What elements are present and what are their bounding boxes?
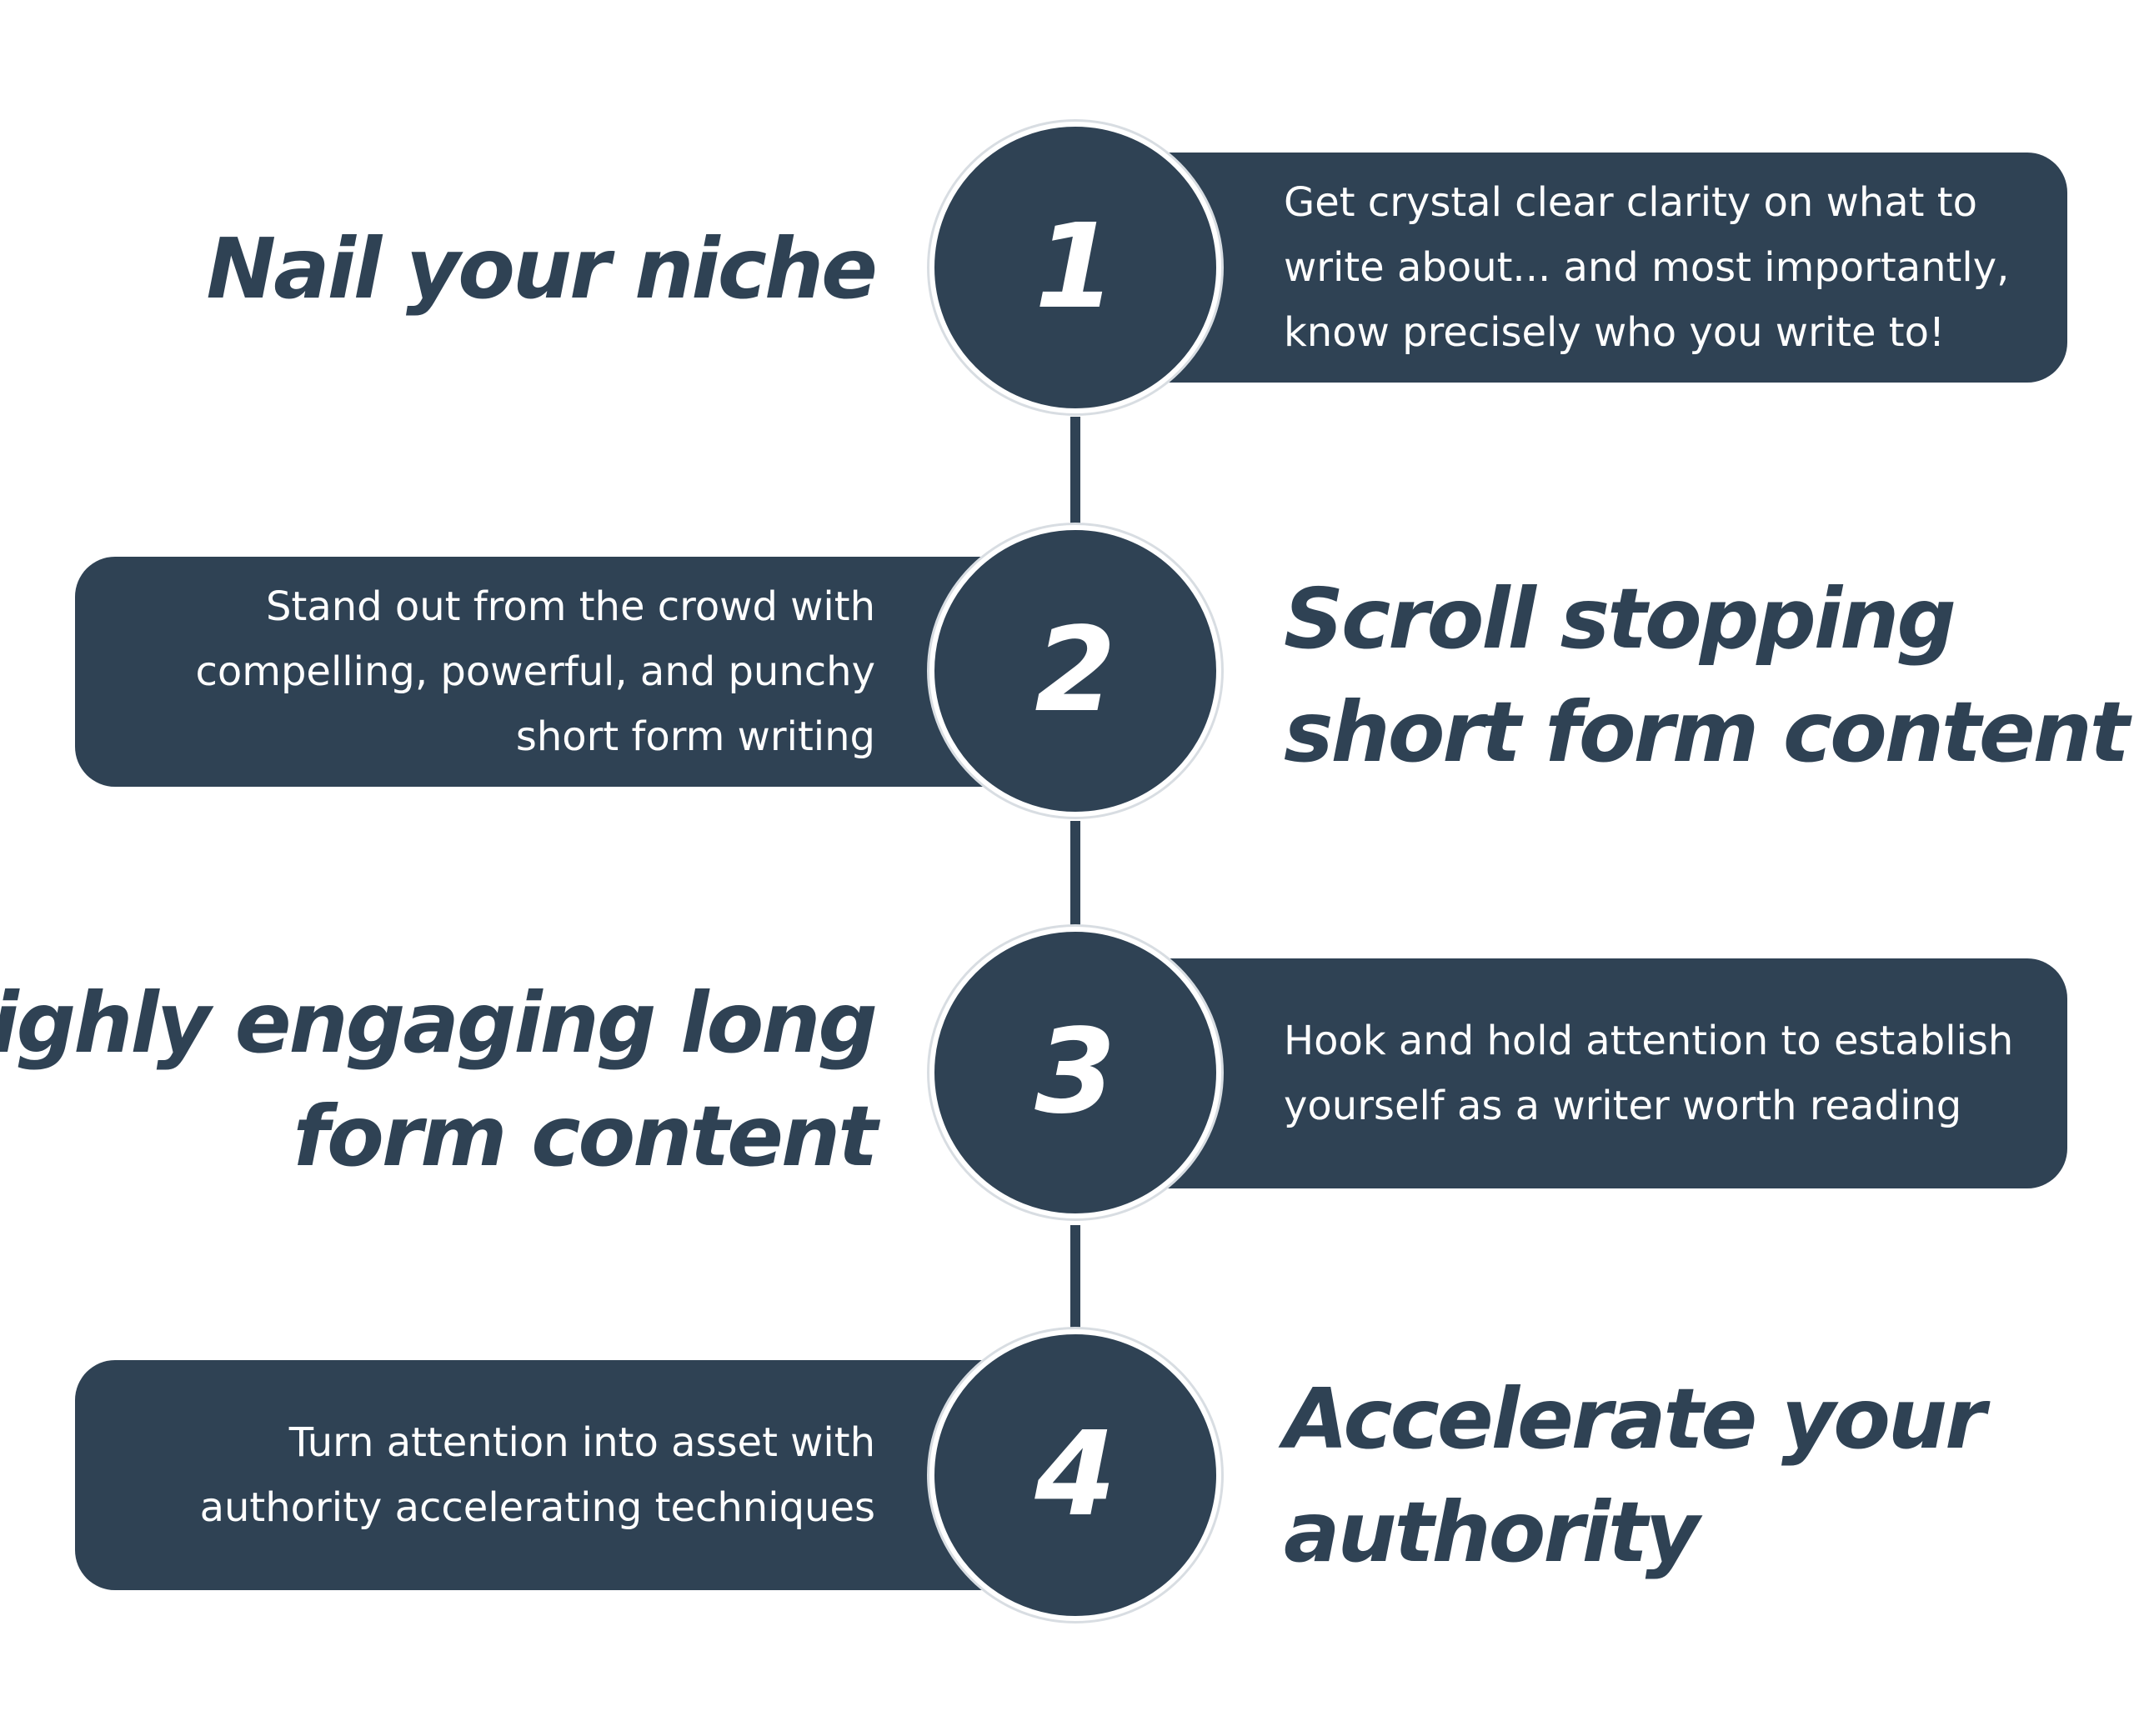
step-2-number: 2 (1034, 603, 1116, 738)
step-1-description-line-2: write about... and most importantly, (1284, 244, 2010, 291)
step-2-title: Scroll stopping short form content (1284, 563, 2130, 789)
step-2-description: Stand out from the crowd with compelling… (75, 557, 1000, 787)
connector-line-2-3 (1070, 821, 1080, 925)
step-4-description-line-1: Turn attention into asset with (288, 1419, 875, 1466)
step-2-description-line-3: short form writing (515, 713, 875, 760)
step-1-title: Nail your niche (206, 213, 878, 326)
connector-line-1-2 (1070, 417, 1080, 525)
step-3-title-line-1: Highly engaging long (0, 974, 878, 1072)
step-3-number: 3 (1034, 1004, 1116, 1140)
step-3-description-line-1: Hook and hold attention to establish (1284, 1018, 2014, 1064)
step-4-number-circle: 4 (929, 1329, 1221, 1621)
step-4-title: Accelerate your authority (1284, 1363, 1986, 1589)
step-3-description-line-2: yourself as a writer worth reading (1284, 1083, 1962, 1129)
step-3-title: Highly engaging long form content (0, 967, 878, 1193)
step-2-number-circle: 2 (929, 525, 1221, 817)
step-1-description-line-3: know precisely who you write to! (1284, 309, 1946, 356)
step-1-description-line-1: Get crystal clear clarity on what to (1284, 179, 1977, 226)
step-1-title-line-1: Nail your niche (206, 220, 878, 318)
connector-line-3-4 (1070, 1225, 1080, 1329)
step-2-title-line-1: Scroll stopping (1284, 570, 1956, 668)
step-1-number: 1 (1034, 199, 1116, 335)
step-2-title-line-2: short form content (1284, 683, 2130, 781)
step-3-description: Hook and hold attention to establish you… (1150, 958, 2067, 1188)
step-4-description-line-2: authority accelerating techniques (199, 1484, 875, 1531)
step-4-title-line-2: authority (1284, 1483, 1700, 1581)
step-1-number-circle: 1 (929, 122, 1221, 413)
step-4-description: Turn attention into asset with authority… (75, 1360, 1000, 1590)
step-2-description-line-1: Stand out from the crowd with (266, 583, 875, 630)
step-2-description-line-2: compelling, powerful, and punchy (195, 648, 875, 695)
step-3-number-circle: 3 (929, 927, 1221, 1218)
step-3-title-line-2: form content (293, 1088, 878, 1185)
step-4-title-line-1: Accelerate your (1284, 1370, 1986, 1468)
step-1-description: Get crystal clear clarity on what to wri… (1150, 153, 2067, 383)
step-4-number: 4 (1034, 1407, 1116, 1543)
